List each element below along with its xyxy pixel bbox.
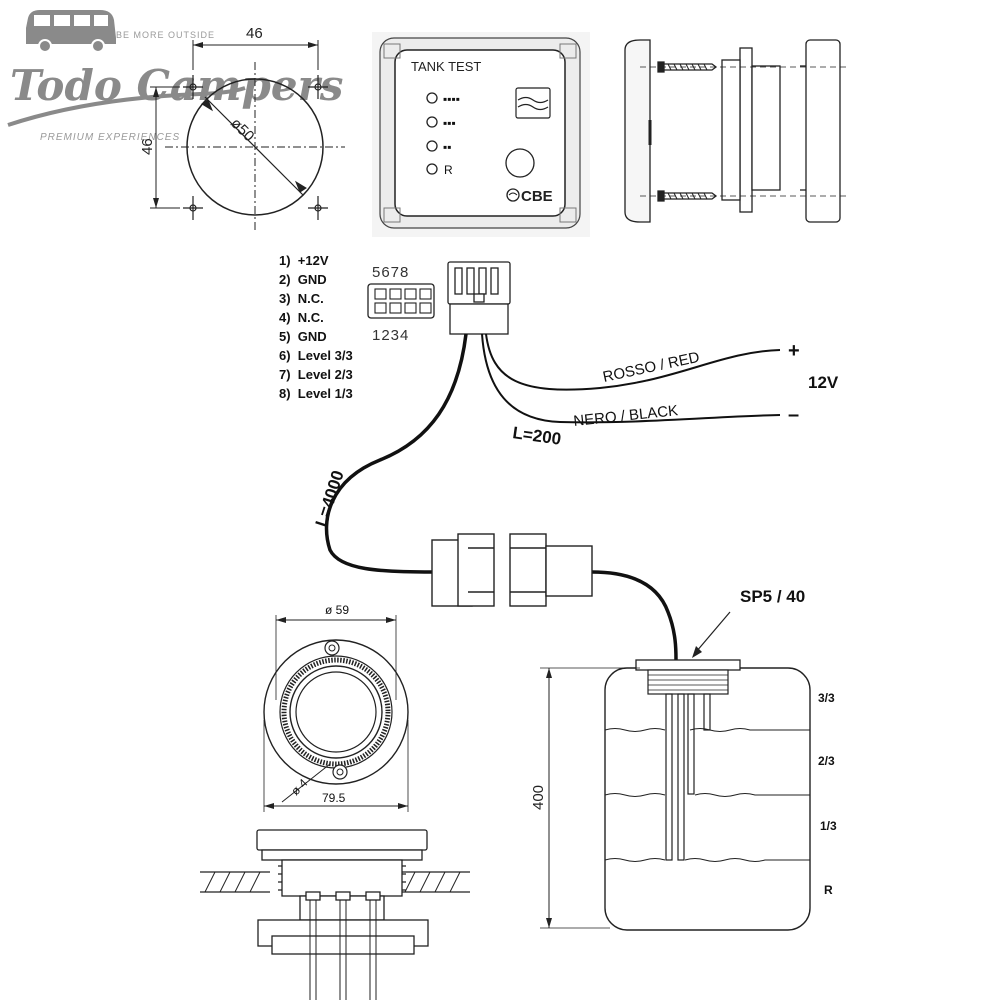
flange-inner-diameter: ø 59 [325,603,349,617]
long-cable [324,333,468,574]
black-wire-label: NERO / BLACK [573,402,679,430]
logo-subtitle: PREMIUM EXPERIENCES [40,132,180,143]
sensor-model-label: SP5 / 40 [740,587,805,606]
connector-bottom-numbers: 1234 [372,327,409,344]
level-label-two-thirds: 2/3 [818,754,835,768]
screw-hole-marks [183,75,328,220]
pin-5: 5) GND [279,329,327,344]
level-lines [604,728,810,862]
tank-height-label: 400 [530,785,547,810]
pin-6: 6) Level 3/3 [279,348,353,363]
plus-terminal: + [788,340,800,362]
flange-cross-section [200,829,470,1000]
led-label-2: ▪▪ [443,140,452,154]
tank-body [604,667,811,931]
connector-top-numbers: 5678 [372,264,409,281]
van-icon [26,10,116,53]
sensor-cable [591,570,678,661]
pin-1: 1) +12V [279,253,329,268]
panel-brand: CBE [521,188,553,205]
logo-tagline: BE MORE OUTSIDE [116,30,215,40]
minus-terminal: – [788,404,799,426]
led-label-r: R [444,163,453,177]
tank-test-panel: TANK TEST ▪▪▪▪ ▪▪▪ ▪▪ R CBE [372,32,590,237]
water-tank-icon [515,87,551,119]
screw-icon [657,190,718,202]
black-wire [481,333,781,424]
led-label-3: ▪▪▪ [443,116,456,130]
voltage-label: 12V [808,373,839,392]
screw-icon [657,61,718,73]
red-wire [485,333,781,391]
cutout-height-label: 46 [139,138,156,155]
water-tank [540,611,811,931]
panel-cutout-drawing [150,40,345,232]
logo-name: Todo Campers [10,61,343,110]
pin-4: 4) N.C. [279,310,324,325]
sensor-probes [665,693,711,861]
pin-7: 7) Level 2/3 [279,367,353,382]
level-label-full: 3/3 [818,691,835,705]
long-cable-length: L=4000 [312,468,348,529]
led-label-4: ▪▪▪▪ [443,92,460,106]
connector-plug [447,261,511,335]
pin-2: 2) GND [279,272,327,287]
cables [324,333,781,661]
test-button[interactable] [505,148,535,178]
level-label-reserve: R [824,883,833,897]
cbe-logo-icon [506,188,520,202]
led-indicators [426,92,438,175]
pinout-list: 1) +12V 2) GND 3) N.C. 4) N.C. 5) GND 6)… [279,253,353,401]
short-cable-length: L=200 [511,423,562,449]
panel-title: TANK TEST [411,59,481,74]
panel-side-view [624,39,850,223]
flange-outer-width: 79.5 [322,791,346,805]
logo-swoosh [7,86,246,127]
level-label-one-third: 1/3 [820,819,837,833]
todo-campers-logo: BE MORE OUTSIDE Todo Campers PREMIUM EXP… [7,10,343,143]
pin-8: 8) Level 1/3 [279,386,353,401]
pin-3: 3) N.C. [279,291,324,306]
cutout-diameter-label: ø50 [227,115,257,145]
inline-connector [431,533,593,607]
flange-top-view [263,615,409,812]
cutout-width-label: 46 [246,25,263,42]
connector-face: 5678 1234 [367,264,435,344]
